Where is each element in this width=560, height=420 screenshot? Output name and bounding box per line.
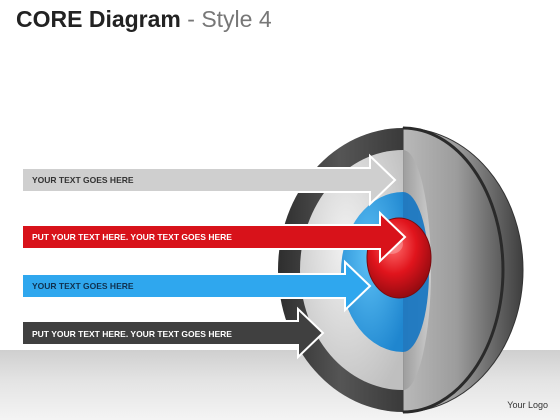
page-title: CORE Diagram - Style 4 [16,4,272,34]
logo-text: Your Logo [507,400,548,410]
arrow-1-body [21,153,397,207]
arrow-3: YOUR TEXT GOES HERE [21,259,372,313]
title-separator: - [180,6,202,32]
arrow-4: PUT YOUR TEXT HERE. YOUR TEXT GOES HERE [21,306,325,360]
arrow-3-label: YOUR TEXT GOES HERE [32,281,134,291]
arrow-3-body [21,259,372,313]
arrow-1: YOUR TEXT GOES HERE [21,153,397,207]
title-main: CORE Diagram [16,6,181,32]
arrow-2-label: PUT YOUR TEXT HERE. YOUR TEXT GOES HERE [32,232,232,242]
arrow-2: PUT YOUR TEXT HERE. YOUR TEXT GOES HERE [21,210,407,264]
arrow-4-body [21,306,325,360]
title-subtitle: Style 4 [201,6,272,32]
arrow-2-body [21,210,407,264]
arrow-1-label: YOUR TEXT GOES HERE [32,175,134,185]
sphere-back [402,126,524,414]
arrow-4-label: PUT YOUR TEXT HERE. YOUR TEXT GOES HERE [32,329,232,339]
